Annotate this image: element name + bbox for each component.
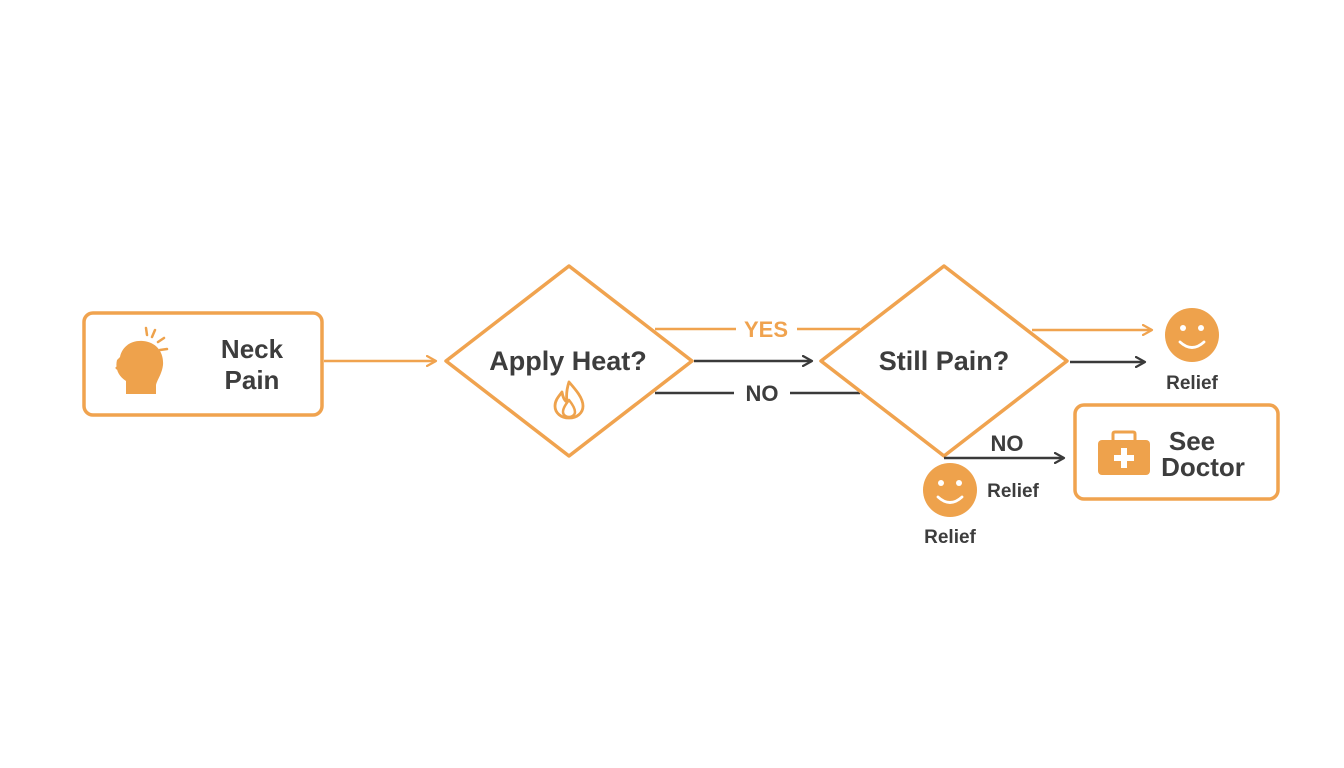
no-label-middle: NO: [746, 381, 779, 406]
yes-label: YES: [744, 317, 788, 342]
smiley-icon: [1165, 308, 1219, 362]
head-pain-icon: [115, 326, 169, 394]
relief-bottom-label: Relief: [924, 527, 976, 548]
edge-no-middle: NO: [655, 381, 860, 406]
neck-pain-label-line2: Pain: [225, 365, 280, 395]
no-label-lower: NO: [991, 431, 1024, 456]
see-doctor-label-line2: Doctor: [1161, 452, 1245, 482]
relief-top-label: Relief: [1166, 373, 1218, 394]
see-doctor-label-line1: See: [1169, 426, 1215, 456]
neck-pain-label-line1: Neck: [221, 334, 284, 364]
neck-pain-node: Neck Pain: [82, 311, 324, 417]
edge-yes: YES: [655, 317, 860, 342]
edge-no-lower: NO: [944, 431, 1064, 458]
apply-heat-label: Apply Heat?: [489, 346, 647, 376]
relief-bottom-side-label: Relief: [987, 481, 1039, 502]
apply-heat-node: Apply Heat?: [444, 264, 694, 458]
see-doctor-box: [1073, 403, 1280, 501]
apply-heat-diamond: [444, 264, 694, 458]
relief-bottom-node: Relief Relief: [923, 463, 1040, 548]
still-pain-diamond: [819, 264, 1069, 458]
flame-icon: [553, 380, 585, 420]
still-pain-label: Still Pain?: [879, 346, 1010, 376]
relief-top-node: Relief: [1165, 308, 1219, 394]
still-pain-node: Still Pain?: [819, 264, 1069, 458]
smiley-icon: [923, 463, 977, 517]
see-doctor-node: See Doctor: [1073, 403, 1280, 501]
medical-kit-icon: [1098, 430, 1150, 475]
